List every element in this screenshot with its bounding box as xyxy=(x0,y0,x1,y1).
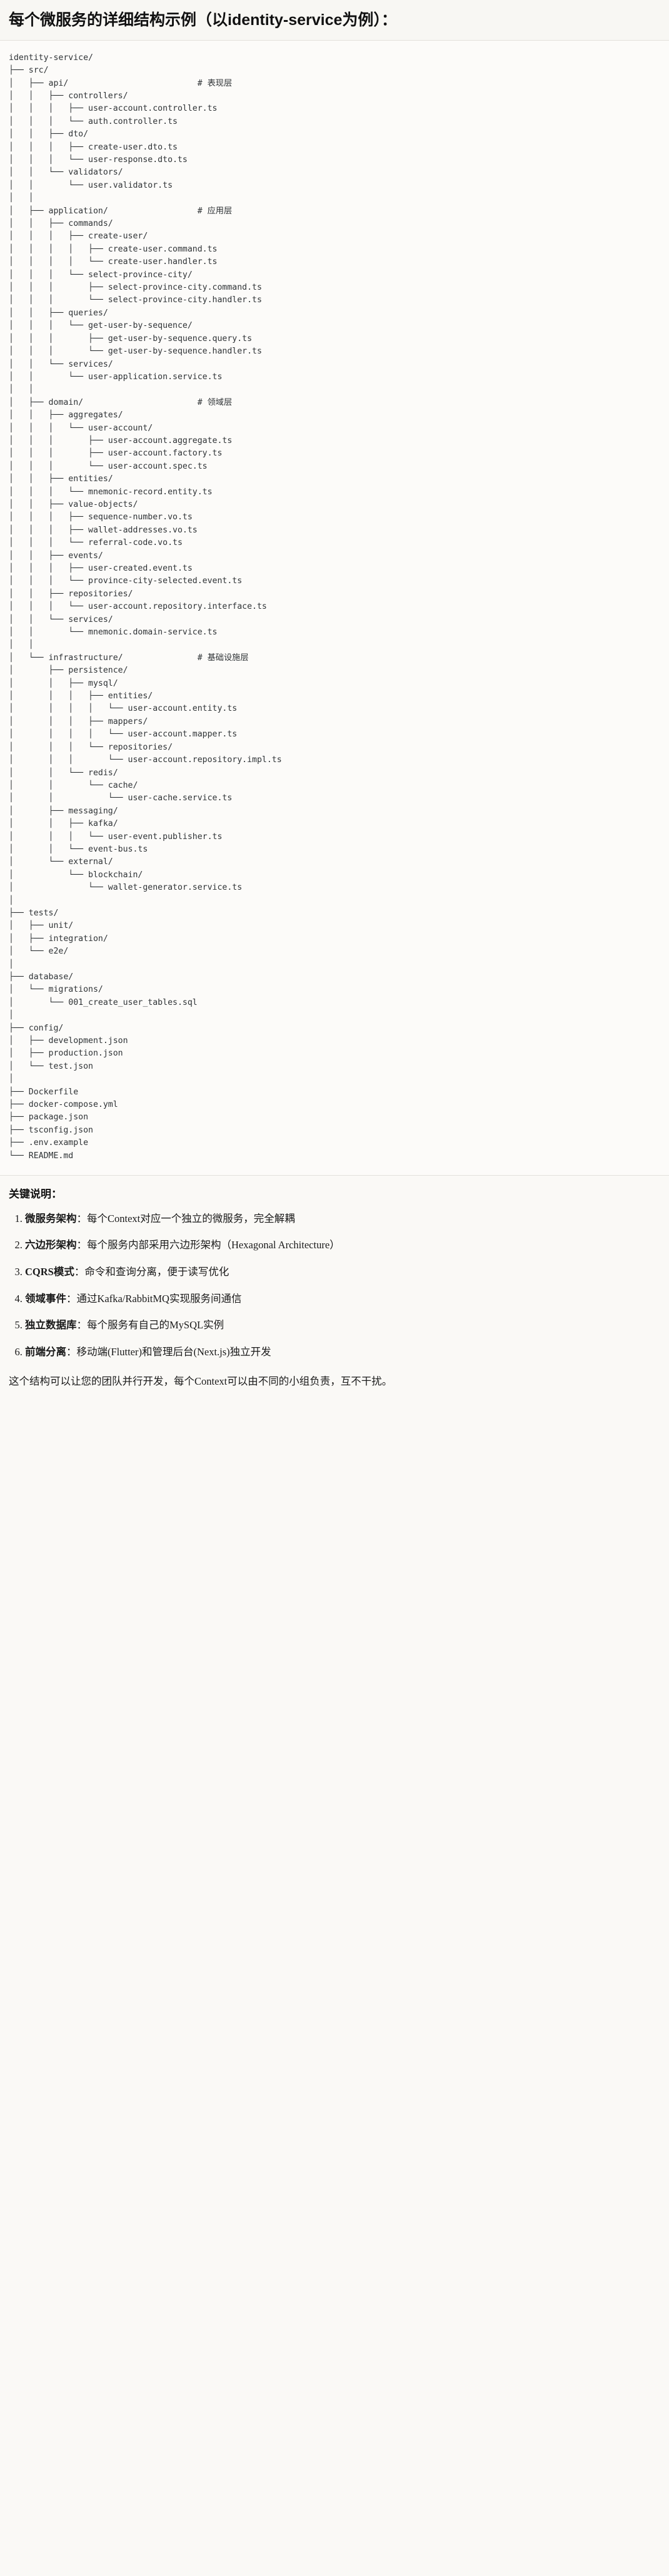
key-point-term: 独立数据库 xyxy=(25,1319,77,1331)
list-item: 微服务架构：每个Context对应一个独立的微服务，完全解耦 xyxy=(25,1211,660,1227)
list-item: 六边形架构：每个服务内部采用六边形架构（Hexagonal Architectu… xyxy=(25,1237,660,1253)
key-points-section: 关键说明： 微服务架构：每个Context对应一个独立的微服务，完全解耦 六边形… xyxy=(0,1176,669,1404)
closing-note: 这个结构可以让您的团队并行开发，每个Context可以由不同的小组负责，互不干扰… xyxy=(9,1375,393,1388)
key-points-title: 关键说明： xyxy=(9,1188,62,1201)
key-point-desc: ：移动端(Flutter)和管理后台(Next.js)独立开发 xyxy=(66,1345,271,1358)
list-item: 前端分离：移动端(Flutter)和管理后台(Next.js)独立开发 xyxy=(25,1344,660,1360)
key-point-desc: ：命令和查询分离，便于读写优化 xyxy=(74,1266,229,1278)
key-points-list: 微服务架构：每个Context对应一个独立的微服务，完全解耦 六边形架构：每个服… xyxy=(9,1211,660,1360)
code-block-directory-tree: identity-service/ ├── src/ │ ├── api/ # … xyxy=(0,40,669,1176)
list-item: CQRS模式：命令和查询分离，便于读写优化 xyxy=(25,1264,660,1280)
key-point-term: 领域事件 xyxy=(25,1292,66,1305)
key-point-term: 微服务架构 xyxy=(25,1212,77,1224)
list-item: 独立数据库：每个服务有自己的MySQL实例 xyxy=(25,1317,660,1333)
key-point-desc: ：每个服务内部采用六边形架构（Hexagonal Architecture） xyxy=(76,1239,340,1251)
key-point-term: CQRS模式 xyxy=(25,1266,74,1278)
key-point-desc: ：每个服务有自己的MySQL实例 xyxy=(76,1319,224,1331)
directory-tree-text: identity-service/ ├── src/ │ ├── api/ # … xyxy=(9,53,282,1161)
key-point-desc: ：通过Kafka/RabbitMQ实现服务间通信 xyxy=(66,1292,242,1305)
document-root: 每个微服务的详细结构示例（以identity-service为例）： ident… xyxy=(0,0,669,1404)
key-point-desc: ：每个Context对应一个独立的微服务，完全解耦 xyxy=(76,1212,295,1224)
key-point-term: 前端分离 xyxy=(25,1345,66,1358)
page-title: 每个微服务的详细结构示例（以identity-service为例）： xyxy=(0,0,669,41)
list-item: 领域事件：通过Kafka/RabbitMQ实现服务间通信 xyxy=(25,1291,660,1307)
key-point-term: 六边形架构 xyxy=(25,1239,77,1251)
